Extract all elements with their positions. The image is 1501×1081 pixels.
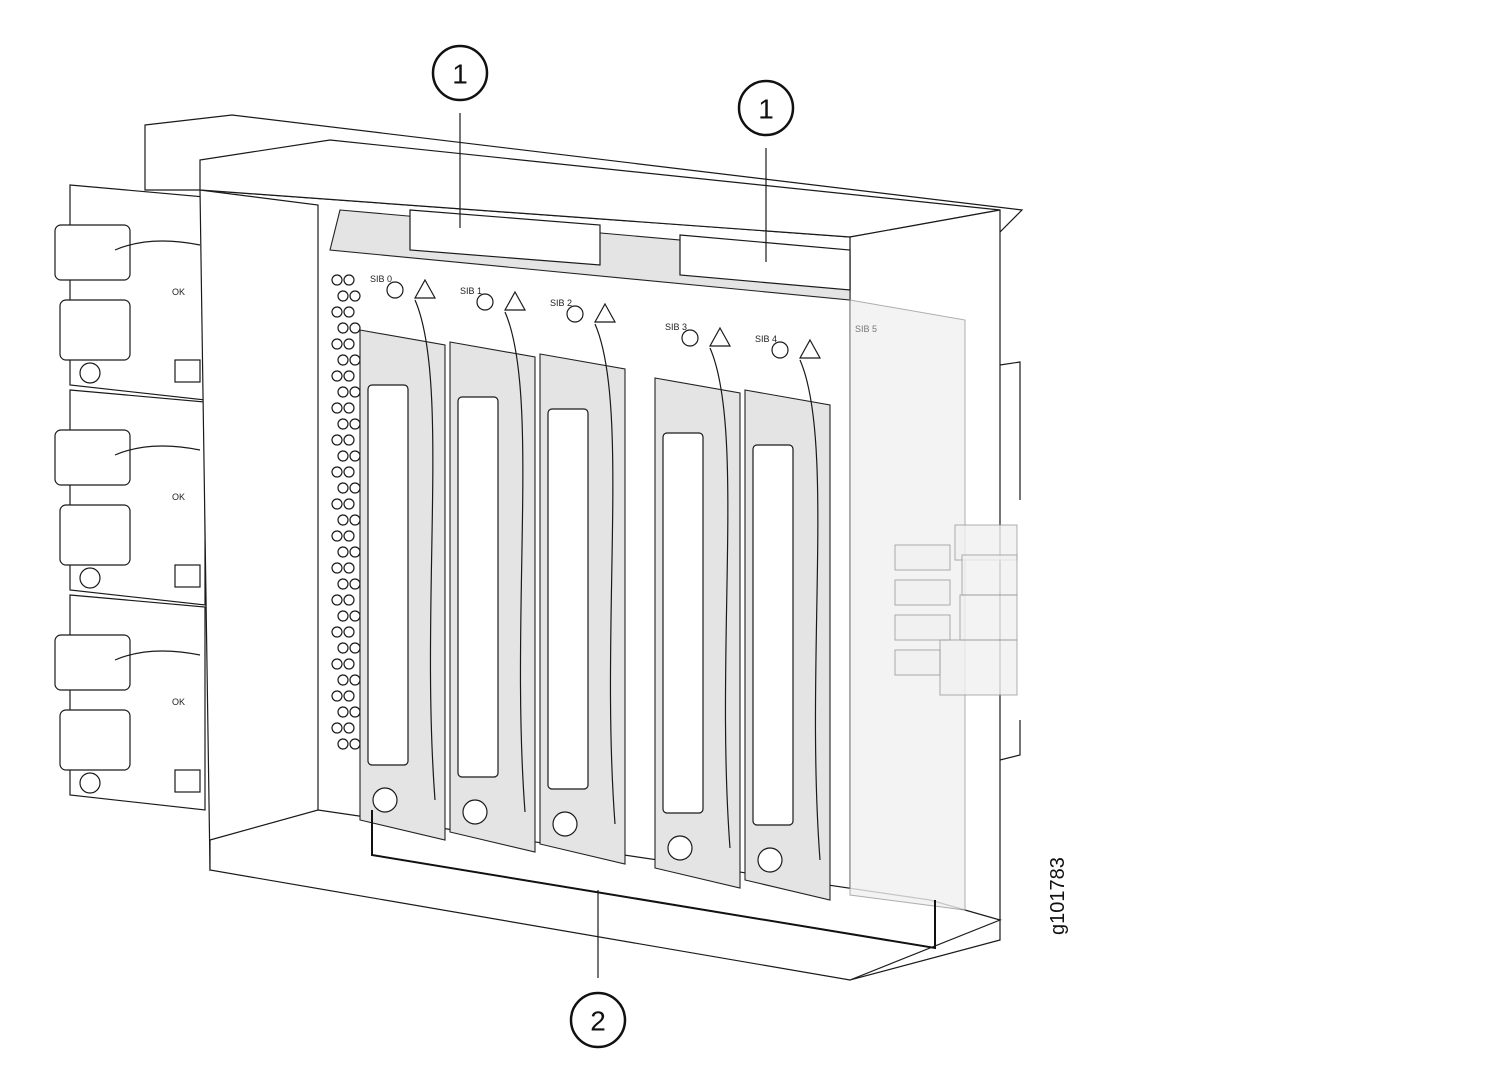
sib-label: SIB 5 [855,324,877,334]
captive-screw-icon [476,293,494,311]
captive-screw-icon [771,341,789,359]
ejector-screw [372,787,398,813]
figure-id: g101783 [1047,857,1069,935]
callout-2: 2 [569,991,627,1049]
power-inlet [59,504,131,566]
sib-card[interactable]: SIB 0 [359,274,446,841]
power-switch-icon [174,359,201,383]
svg-text:1: 1 [758,94,774,125]
ejector-screw [757,847,783,873]
captive-screw-icon [566,305,584,323]
label-plates [894,524,1018,696]
sib-label: SIB 0 [370,274,392,284]
power-supply: OK [54,389,206,606]
sib-label: SIB 3 [665,322,687,332]
captive-screw-icon [681,329,699,347]
sib-card[interactable]: SIB 1 [449,286,536,853]
power-supplies: OK OK OK [54,184,206,811]
power-supply: OK [54,594,206,811]
sib-card[interactable]: SIB 3 [654,322,741,889]
vent-grid [331,274,361,750]
sib-label: SIB 1 [460,286,482,296]
power-switch-icon [174,769,201,793]
power-cord [114,240,201,251]
warning-icon [593,302,617,323]
power-inlet [54,634,131,691]
power-inlet [54,429,131,486]
power-cord [114,650,201,661]
svg-text:2: 2 [590,1006,606,1037]
sib-label: SIB 4 [755,334,777,344]
callout-2-bracket [371,810,936,950]
sib-cards: SIB 0 SIB 1 SIB 2 SIB 3 SIB 4 [359,274,831,901]
chassis-bottom-rail [209,809,1002,981]
svg-text:1: 1 [452,59,468,90]
warning-icon [708,326,732,347]
upper-module [679,234,851,291]
upper-module [409,209,601,266]
power-cord [114,445,201,456]
power-inlet [59,709,131,771]
callout-1b: 1 [737,79,795,137]
sib-card[interactable]: SIB 2 [539,298,626,865]
ejector-screw [552,811,578,837]
callout-1: 1 [431,44,489,102]
warning-icon [413,278,437,299]
warning-icon [503,290,527,311]
psu-ok-label: OK [172,287,185,297]
ejector-screw [462,799,488,825]
captive-screw-icon [386,281,404,299]
sib-label: SIB 2 [550,298,572,308]
psu-ok-label: OK [172,492,185,502]
chassis-front-frame [199,139,1001,238]
thumbscrew [79,567,101,589]
chassis-left-wall [199,189,319,872]
power-inlet [54,224,131,281]
warning-icon [798,338,822,359]
power-switch-icon [174,564,201,588]
thumbscrew [79,362,101,384]
power-inlet [59,299,131,361]
sib-card[interactable]: SIB 4 [744,334,831,901]
ejector-screw [667,835,693,861]
thumbscrew [79,772,101,794]
psu-ok-label: OK [172,697,185,707]
power-supply: OK [54,184,206,401]
